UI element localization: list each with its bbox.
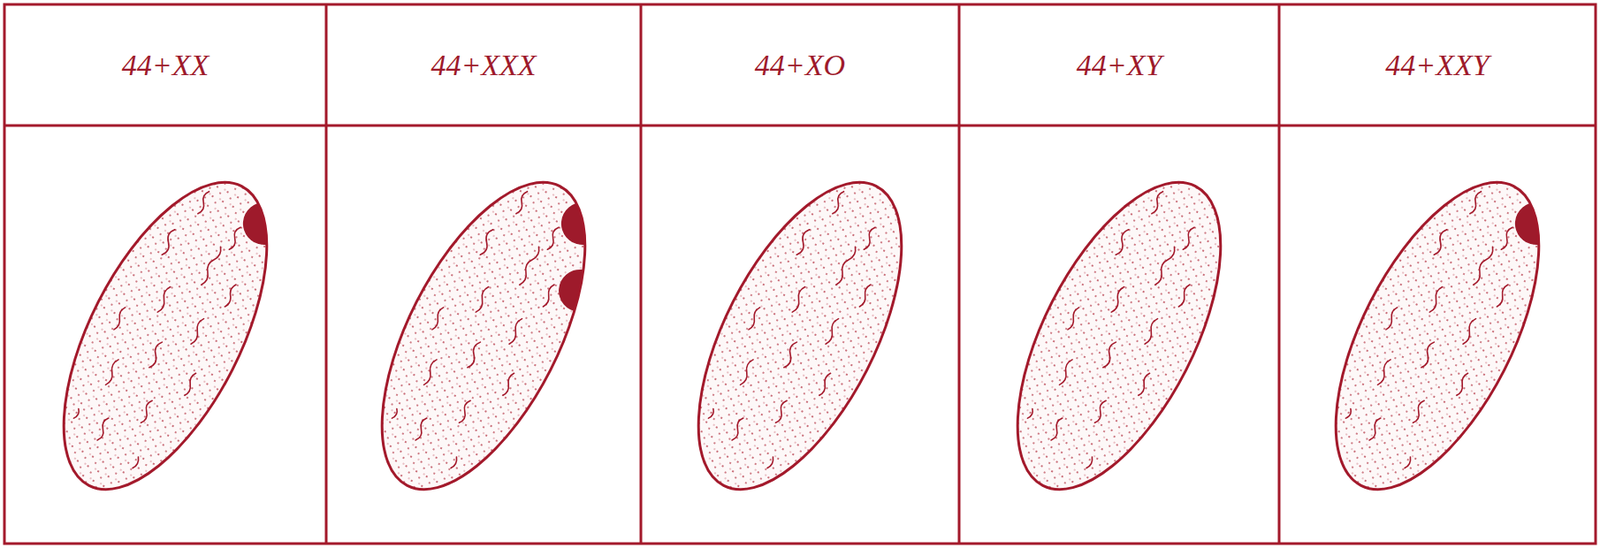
cell-nucleus: [22, 152, 309, 520]
karyotype-label: 44+XO: [754, 48, 846, 83]
karyotype-label: 44+XXY: [1385, 48, 1489, 83]
cell-nucleus: [1294, 152, 1581, 520]
header-cell: 44+XY: [960, 6, 1278, 124]
header-cell: 44+XX: [6, 6, 325, 124]
karyotype-label: 44+XY: [1076, 48, 1163, 83]
karyotype-label: 44+XX: [121, 48, 209, 83]
header-cell: 44+XO: [642, 6, 958, 124]
cell-nucleus: [975, 152, 1263, 520]
header-cell: 44+XXY: [1280, 6, 1594, 124]
cell-nucleus: [340, 152, 638, 526]
cell-nucleus: [656, 152, 944, 520]
karyotype-label: 44+XXX: [430, 48, 536, 83]
header-cell: 44+XXX: [327, 6, 640, 124]
table-grid: [4, 4, 1596, 544]
